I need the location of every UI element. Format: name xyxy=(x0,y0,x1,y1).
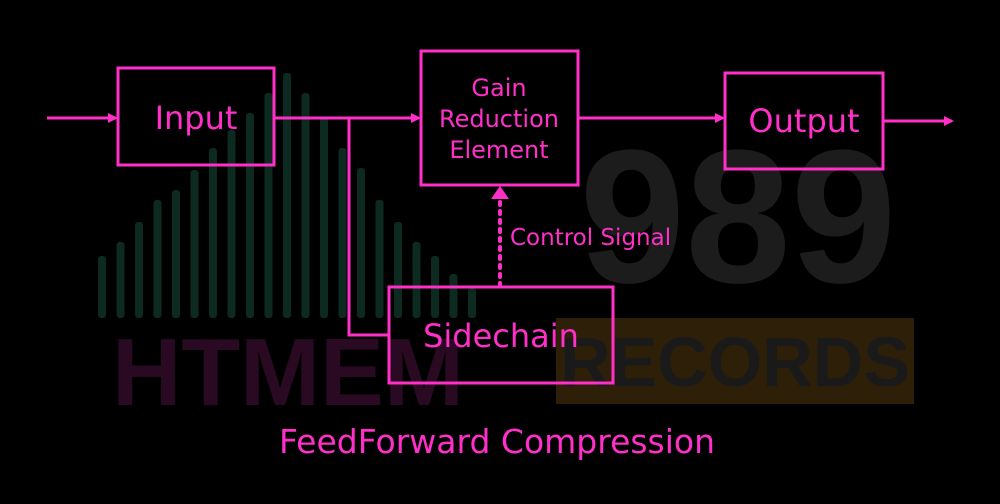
equalizer-bar xyxy=(190,170,199,318)
watermark-logo: 989 RECORDS HTMEM xyxy=(98,73,914,426)
gain-reduction-node xyxy=(419,49,580,187)
control-signal-arrowhead xyxy=(491,186,509,199)
equalizer-bar xyxy=(394,222,402,318)
input-node xyxy=(116,66,276,167)
watermark-brand: HTMEM xyxy=(112,319,464,426)
equalizer-bar xyxy=(98,256,106,318)
equalizer-bar xyxy=(172,190,180,318)
gain-node-label-line3: Element xyxy=(449,136,548,164)
gain-node-label-line2: Reduction xyxy=(439,105,559,133)
equalizer-bar xyxy=(412,242,421,318)
watermark-records: RECORDS xyxy=(560,323,910,401)
equalizer-bar xyxy=(227,130,236,318)
equalizer-bar xyxy=(264,93,273,318)
equalizer-bar xyxy=(320,118,328,318)
equalizer-bar xyxy=(246,113,254,318)
equalizer-bar xyxy=(116,242,125,318)
watermark-number: 989 xyxy=(579,111,896,323)
equalizer-bar xyxy=(449,274,458,318)
equalizer-bar xyxy=(468,288,476,318)
equalizer-bar xyxy=(338,148,347,318)
equalizer-bar xyxy=(135,222,143,318)
control-signal-label: Control Signal xyxy=(510,225,671,251)
equalizer-bar xyxy=(153,200,162,318)
watermark-records-band xyxy=(556,318,914,404)
connectors xyxy=(47,113,954,337)
equalizer-bar xyxy=(301,93,310,318)
equalizer-bar xyxy=(375,200,384,318)
diagram-title: FeedForward Compression xyxy=(279,422,715,461)
gain-node-label-line1: Gain xyxy=(471,74,526,102)
equalizer-bar xyxy=(357,168,365,318)
branch-to-sidechain-line xyxy=(347,118,389,337)
input-node-label: Input xyxy=(155,99,238,137)
sidechain-node-label: Sidechain xyxy=(423,317,579,355)
equalizer-bar xyxy=(283,73,291,318)
sidechain-node xyxy=(387,285,615,385)
output-node xyxy=(723,71,885,171)
output-node-label: Output xyxy=(748,102,859,140)
equalizer-bar xyxy=(209,148,217,318)
